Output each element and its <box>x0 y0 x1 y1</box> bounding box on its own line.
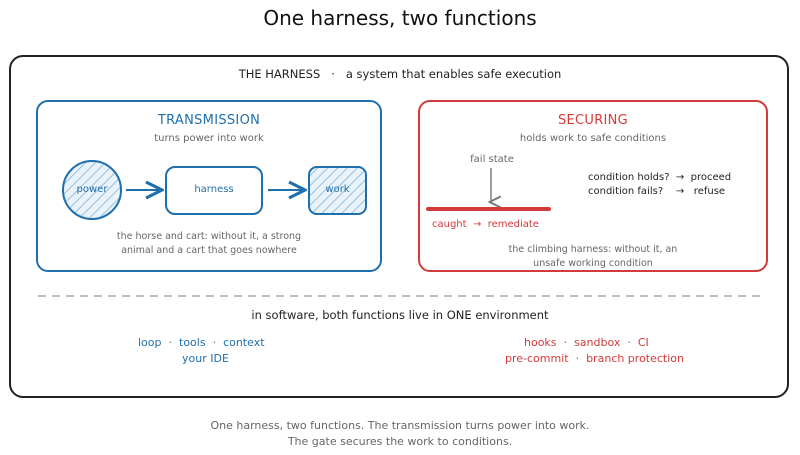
list-item: branch protection <box>586 352 685 365</box>
transmission-caption-line2: animal and a cart that goes nowhere <box>121 245 297 256</box>
footer-line1: One harness, two functions. The transmis… <box>210 419 590 432</box>
work-label: work <box>325 184 350 195</box>
proceed-label: proceed <box>690 172 732 183</box>
condition-fails-label: condition fails? <box>588 186 664 197</box>
power-label: power <box>76 184 108 195</box>
separator-dot: · <box>331 67 335 81</box>
arrow-glyph: → <box>675 172 685 183</box>
securing-title: SECURING <box>557 113 629 128</box>
condition-holds-label: condition holds? <box>588 172 670 183</box>
power-node <box>62 160 122 220</box>
dot: · <box>575 352 580 365</box>
refuse-label: refuse <box>693 186 726 197</box>
transmission-title: TRANSMISSION <box>157 113 261 128</box>
arrow-glyph: → <box>472 219 482 230</box>
harness-description: a system that enables safe execution <box>345 67 562 81</box>
transmission-panel <box>36 100 382 272</box>
securing-caption: the climbing harness: without it, an uns… <box>418 243 768 271</box>
environment-statement: in software, both functions live in ONE … <box>251 308 549 322</box>
transmission-caption-line1: the horse and cart: without it, a strong <box>116 231 302 242</box>
dot: · <box>212 336 217 349</box>
list-item: tools <box>179 336 206 349</box>
list-item: CI <box>637 336 649 349</box>
harness-label: THE HARNESS <box>238 67 321 81</box>
dot: · <box>563 336 568 349</box>
fail-state-label: fail state <box>470 154 514 165</box>
arrow-glyph: → <box>675 186 685 197</box>
list-item: sandbox <box>574 336 621 349</box>
harness-node-label: harness <box>194 184 234 195</box>
footer-caption: One harness, two functions. The transmis… <box>0 418 800 450</box>
caught-label: caught <box>432 219 467 230</box>
dot: · <box>627 336 631 349</box>
securing-caption-line2: unsafe working condition <box>533 258 653 269</box>
page-title: One harness, two functions <box>263 6 537 30</box>
software-transmission-ide: your IDE <box>182 352 229 365</box>
remediate-label: remediate <box>487 219 539 230</box>
harness-frame <box>9 55 789 398</box>
software-securing-list-2: pre-commit · branch protection <box>505 351 684 367</box>
list-item: pre-commit <box>505 352 569 365</box>
catch-line: caught → remediate <box>432 219 539 230</box>
condition-holds-row: condition holds? → proceed <box>588 172 731 183</box>
securing-subtitle: holds work to safe conditions <box>519 133 667 144</box>
transmission-subtitle: turns power into work <box>154 133 264 144</box>
harness-node <box>165 166 263 215</box>
work-node <box>308 166 367 215</box>
footer-line2: The gate secures the work to conditions. <box>287 435 513 448</box>
harness-heading: THE HARNESS · a system that enables safe… <box>0 67 800 81</box>
software-securing-list-1: hooks · sandbox · CI <box>524 335 649 351</box>
list-item: loop <box>138 336 162 349</box>
dot: · <box>168 336 173 349</box>
software-transmission-list: loop · tools · context <box>138 335 265 351</box>
condition-fails-row: condition fails? → refuse <box>588 186 725 197</box>
securing-caption-line1: the climbing harness: without it, an <box>508 244 678 255</box>
securing-panel <box>418 100 768 272</box>
transmission-caption: the horse and cart: without it, a strong… <box>36 230 382 258</box>
list-item: hooks <box>524 336 557 349</box>
list-item: context <box>223 336 265 349</box>
